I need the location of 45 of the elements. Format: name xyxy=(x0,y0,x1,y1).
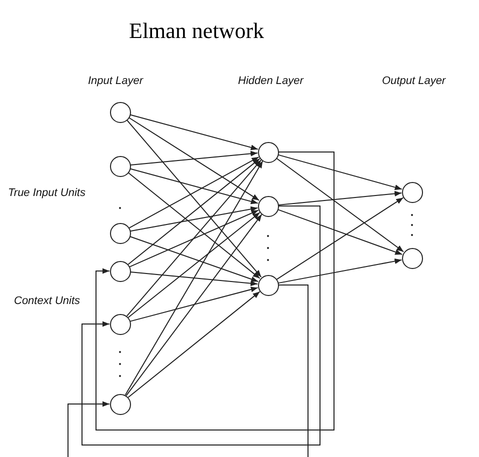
neuron-circle xyxy=(110,260,130,282)
connection-arrow xyxy=(278,190,402,206)
connection-arrow xyxy=(128,291,260,398)
neuron-circle xyxy=(110,394,130,414)
connection-arrow xyxy=(128,117,260,201)
connection-arrow xyxy=(278,154,402,190)
connection-arrow xyxy=(277,209,403,255)
connection-arrow xyxy=(124,160,264,396)
layer-label: Output Layer xyxy=(382,75,446,87)
feedback-line xyxy=(68,401,110,457)
layer-label: Hidden Layer xyxy=(238,75,304,87)
connection-arrow xyxy=(128,212,260,318)
layer-label: Input Layer xyxy=(88,75,144,87)
connection-arrow xyxy=(96,152,334,430)
connection-arrow xyxy=(276,197,404,280)
neuron-circle xyxy=(110,222,130,244)
neuron-circle xyxy=(110,102,130,122)
connection-arrow xyxy=(130,150,258,166)
connection-arrow xyxy=(126,159,262,317)
connection-arrow xyxy=(128,172,260,279)
neuron-circle xyxy=(110,156,130,176)
connection-arrow xyxy=(129,210,259,268)
neuron-circle xyxy=(402,248,422,268)
neuron-circle xyxy=(402,182,422,202)
neuron-circle xyxy=(258,274,278,296)
connection-arrow xyxy=(276,158,404,252)
neuron-circle xyxy=(110,314,130,334)
connection-arrow xyxy=(128,158,260,265)
connection-arrow xyxy=(130,286,258,322)
neuron-circle xyxy=(258,142,278,162)
neuron-circle xyxy=(258,196,278,216)
group-label: Context Units xyxy=(14,295,80,307)
connection-arrow xyxy=(129,236,259,282)
connection-arrow xyxy=(130,168,258,204)
connection-arrow xyxy=(128,156,260,228)
connection-arrow xyxy=(130,114,258,150)
connection-arrow xyxy=(130,206,258,232)
connection-arrow xyxy=(278,258,402,284)
connection-arrow xyxy=(126,214,262,396)
connection-arrow xyxy=(82,206,320,446)
group-label: True Input Units xyxy=(8,187,86,199)
feedback-line xyxy=(278,284,308,457)
connection-arrow xyxy=(126,119,262,278)
diagram-title: Elman network xyxy=(129,18,264,44)
connection-arrow xyxy=(130,272,258,286)
